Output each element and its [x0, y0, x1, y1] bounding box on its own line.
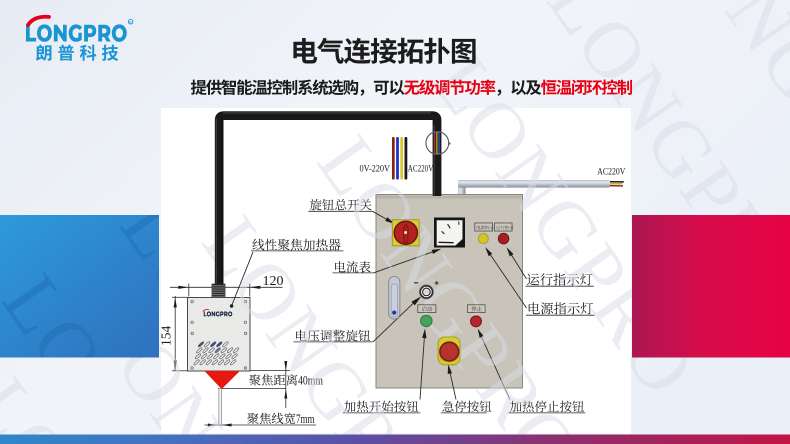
svg-text:40mm: 40mm: [298, 373, 323, 388]
svg-text:AC220V: AC220V: [597, 168, 625, 178]
svg-text:R: R: [129, 21, 132, 25]
svg-text:0V-220V: 0V-220V: [360, 164, 391, 174]
svg-text:7mm: 7mm: [296, 411, 315, 426]
svg-text:120: 120: [263, 274, 284, 289]
svg-text:AC220V: AC220V: [408, 164, 434, 174]
svg-text:154: 154: [159, 326, 174, 347]
